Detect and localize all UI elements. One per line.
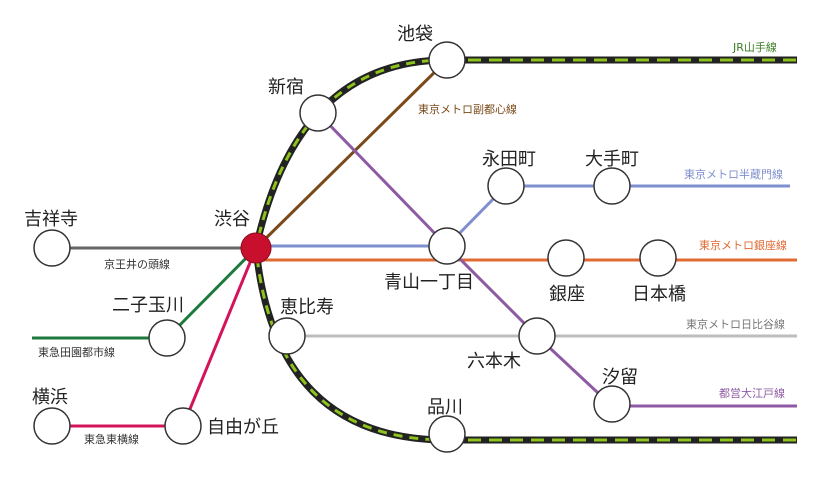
station-ginza[interactable] bbox=[547, 239, 585, 277]
label-nihombashi: 日本橋 bbox=[632, 284, 686, 305]
station-shiodome[interactable] bbox=[593, 385, 631, 423]
station-shinjuku[interactable] bbox=[299, 94, 337, 132]
station-nihombashi[interactable] bbox=[639, 239, 677, 277]
line-fukutoshin bbox=[254, 58, 449, 250]
station-futako-tamagawa[interactable] bbox=[148, 319, 186, 357]
line-label-inokashira: 京王井の頭線 bbox=[104, 257, 170, 271]
label-ikebukuro: 池袋 bbox=[397, 24, 433, 45]
label-shibuya: 渋谷 bbox=[214, 209, 250, 230]
label-shinjuku: 新宿 bbox=[268, 77, 304, 98]
station-roppongi[interactable] bbox=[518, 317, 556, 355]
label-aoyama-itchome: 青山一丁目 bbox=[384, 272, 474, 293]
label-ebisu: 恵比寿 bbox=[280, 297, 334, 318]
line-label-denentoshi: 東急田園都市線 bbox=[38, 345, 115, 359]
label-futako-tamagawa: 二子玉川 bbox=[112, 295, 184, 316]
label-roppongi: 六本木 bbox=[467, 351, 521, 372]
line-label-toyoko: 東急東横線 bbox=[84, 432, 139, 446]
label-nagatacho: 永田町 bbox=[482, 149, 536, 170]
station-shibuya[interactable] bbox=[240, 232, 272, 264]
station-nagatacho[interactable] bbox=[487, 167, 525, 205]
station-jiyugaoka[interactable] bbox=[164, 407, 202, 445]
station-aoyama-itchome[interactable] bbox=[428, 227, 466, 265]
label-shinagawa: 品川 bbox=[427, 397, 463, 418]
line-label-hibiya: 東京メトロ日比谷線 bbox=[686, 317, 785, 331]
label-jiyugaoka: 自由が丘 bbox=[207, 417, 279, 438]
station-ebisu[interactable] bbox=[268, 317, 306, 355]
line-label-fukutoshin: 東京メトロ副都心線 bbox=[418, 102, 517, 116]
station-ikebukuro[interactable] bbox=[428, 41, 466, 79]
line-label-jr-yamanote: JR山手線 bbox=[732, 40, 777, 54]
label-yokohama: 横浜 bbox=[32, 387, 68, 408]
station-shinagawa[interactable] bbox=[428, 415, 466, 453]
label-kichijoji: 吉祥寺 bbox=[24, 209, 78, 230]
label-shiodome: 汐留 bbox=[602, 367, 638, 388]
line-label-oedo: 都営大江戸線 bbox=[719, 386, 785, 400]
label-otemachi: 大手町 bbox=[585, 149, 639, 170]
line-hanzomon bbox=[256, 184, 790, 248]
station-yokohama[interactable] bbox=[33, 407, 71, 445]
line-label-hanzomon: 東京メトロ半蔵門線 bbox=[684, 167, 783, 181]
station-kichijoji[interactable] bbox=[33, 229, 71, 267]
line-label-ginza: 東京メトロ銀座線 bbox=[699, 238, 787, 252]
label-ginza: 銀座 bbox=[549, 284, 585, 305]
station-otemachi[interactable] bbox=[593, 167, 631, 205]
